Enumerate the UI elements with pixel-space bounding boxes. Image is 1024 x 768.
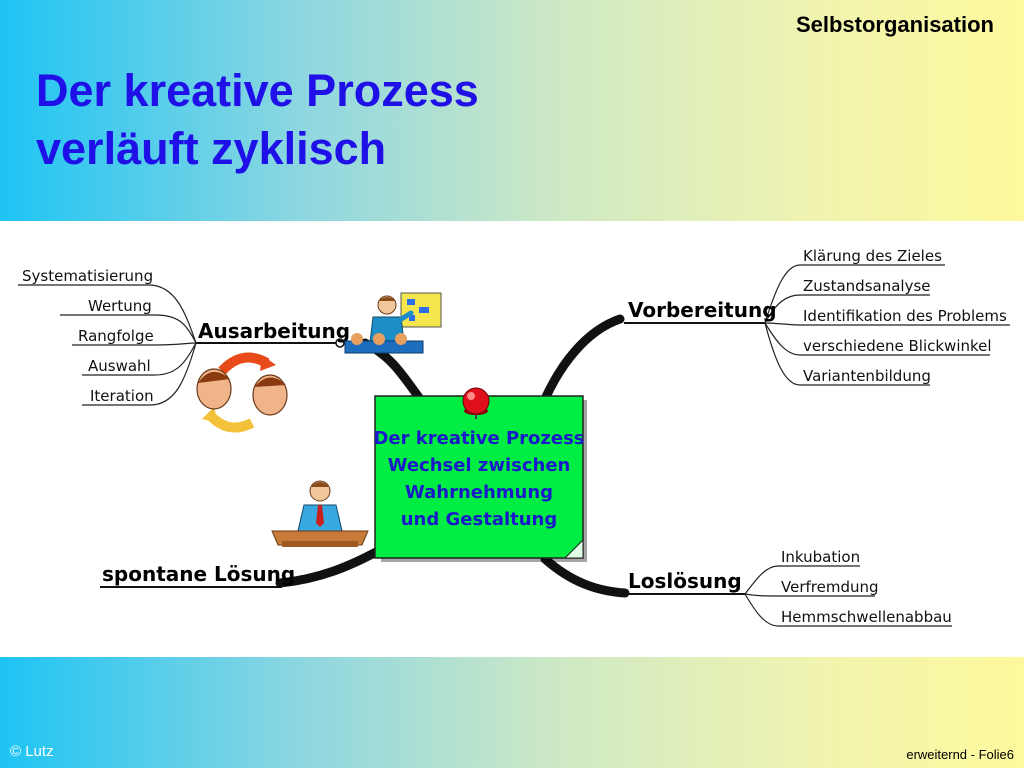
connector-losloesung: [540, 554, 630, 598]
note-corner-fold: [563, 538, 584, 559]
leaf-iteration: Iteration: [90, 387, 154, 405]
center-line-4: und Gestaltung: [401, 509, 558, 530]
leaf-identifikation-des-problems: Identifikation des Problems: [803, 307, 1007, 325]
leaf-verschiedene-blickwinkel: verschiedene Blickwinkel: [803, 337, 992, 355]
branch-ausarbeitung: Ausarbeitung: [198, 319, 350, 343]
section-label: Selbstorganisation: [795, 12, 994, 37]
pushpin-icon: [462, 387, 490, 419]
center-line-1: Der kreative Prozess: [373, 428, 584, 449]
branch-losloesung: Loslösung: [628, 569, 742, 593]
connector-spontan: [275, 546, 383, 588]
slide-title: Der kreative Prozess verläuft zyklisch: [36, 62, 479, 178]
leaf-systematisierung: Systematisierung: [22, 267, 153, 285]
connector-vorbereitung: [540, 314, 625, 404]
center-line-2: Wechsel zwischen: [388, 455, 571, 476]
presenter-icon: [344, 292, 442, 354]
branch-spontane-loesung: spontane Lösung: [102, 562, 295, 586]
leaf-zustandsanalyse: Zustandsanalyse: [803, 277, 931, 295]
ausarbeitung-leaf-lines: [18, 284, 197, 406]
footer-copyright: © Lutz: [10, 743, 54, 760]
leaf-variantenbildung: Variantenbildung: [803, 367, 931, 385]
leaf-verfremdung: Verfremdung: [781, 578, 879, 596]
leaf-rangfolge: Rangfolge: [78, 327, 154, 345]
ausarbeitung-node: [335, 338, 345, 348]
center-line-3: Wahrnehmung: [405, 482, 553, 503]
leaf-hemmschwellenabbau: Hemmschwellenabbau: [781, 608, 952, 626]
mind-map: Ausarbeitung Vorbereitung spontane Lösun…: [0, 221, 1024, 657]
leaf-klaerung-des-zieles: Klärung des Zieles: [803, 247, 942, 265]
leaf-wertung: Wertung: [88, 297, 152, 315]
footer-slide-number: erweiternd - Folie6: [906, 747, 1014, 762]
title-line-2: verläuft zyklisch: [36, 123, 387, 174]
branch-vorbereitung: Vorbereitung: [628, 298, 777, 322]
leaf-auswahl: Auswahl: [88, 357, 151, 375]
center-note: Der kreative Prozess Wechsel zwischen Wa…: [373, 395, 587, 562]
center-note-box: [374, 395, 584, 559]
title-line-1: Der kreative Prozess: [36, 65, 479, 116]
mind-map-canvas: Ausarbeitung Vorbereitung spontane Lösun…: [18, 247, 1010, 627]
leaf-inkubation: Inkubation: [781, 548, 860, 566]
cycle-heads-icon: [196, 352, 288, 433]
vorbereitung-leaf-lines: [764, 264, 1010, 386]
losloesung-leaf-lines: [744, 565, 952, 627]
man-at-desk-icon: [271, 480, 369, 547]
